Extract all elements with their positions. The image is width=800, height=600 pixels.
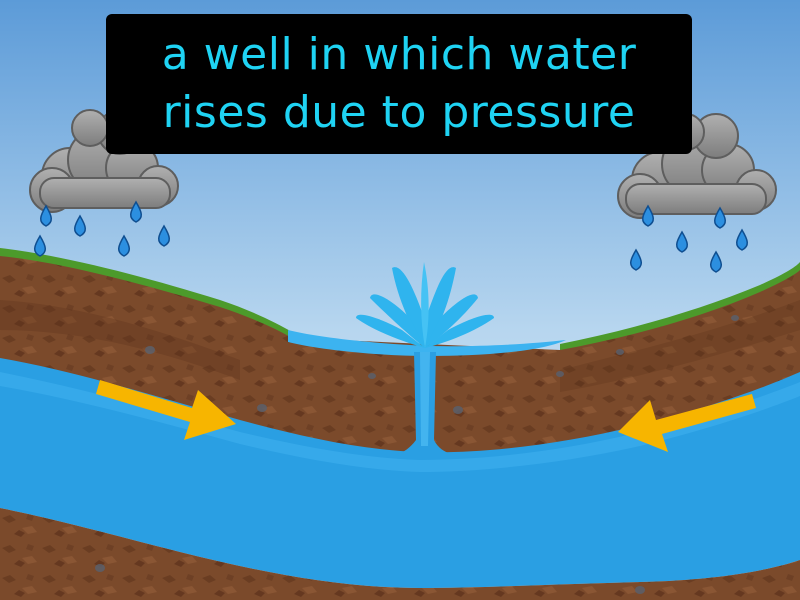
- pressure-arrow-icon-right: [618, 394, 756, 452]
- raindrop-icon-group-right: [630, 204, 748, 273]
- caption-line-2: rises due to pressure: [162, 87, 636, 138]
- caption-box: a well in which water rises due to press…: [106, 14, 692, 154]
- caption-line-1: a well in which water: [161, 29, 637, 80]
- pressure-arrow-icon-left: [96, 380, 236, 440]
- raindrop-icon-group-left: [34, 200, 170, 257]
- pebbles: [95, 315, 739, 594]
- surface-pool: [288, 330, 566, 356]
- fountain-icon: [356, 262, 494, 348]
- rain-cloud-icon-right: [617, 113, 777, 219]
- lower-soil: [0, 508, 800, 600]
